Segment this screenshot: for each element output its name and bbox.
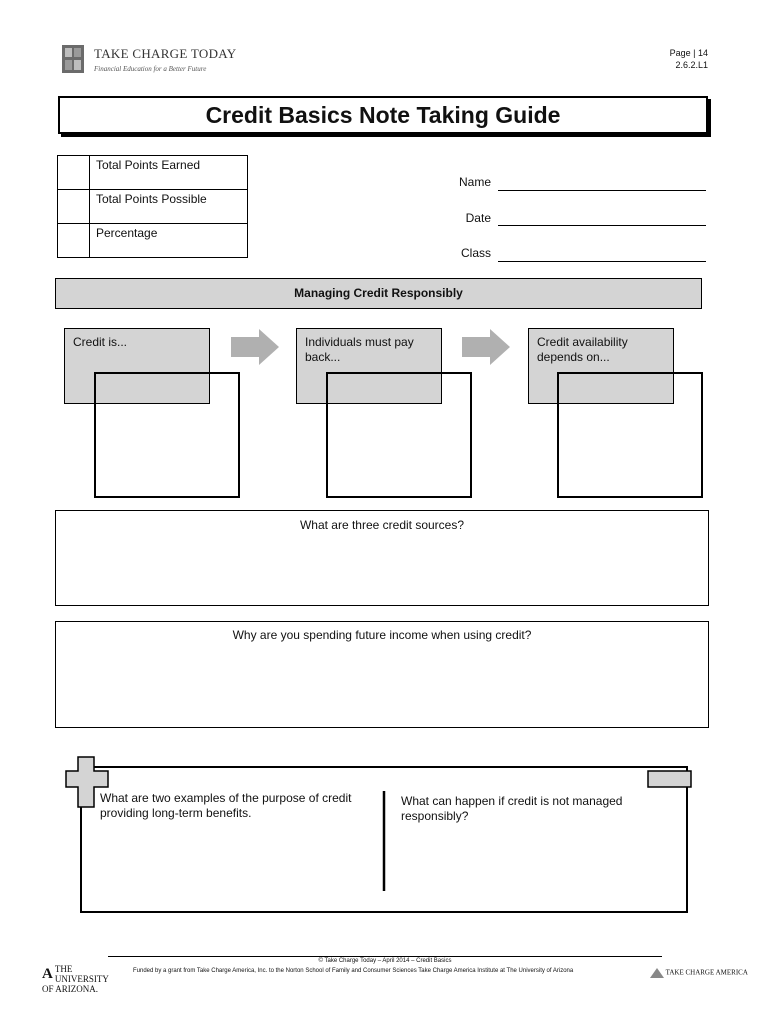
points-entry-cell[interactable] [57, 223, 90, 258]
points-entry-cell[interactable] [57, 155, 90, 190]
right-arrow-icon [231, 329, 279, 365]
arizona-a-icon: A [42, 966, 53, 982]
section-header: Managing Credit Responsibly [55, 278, 702, 309]
date-field[interactable] [498, 225, 706, 226]
future-income-box[interactable] [55, 621, 709, 728]
pay-back-answer-box[interactable] [326, 372, 472, 498]
credit-sources-question: What are three credit sources? [299, 518, 465, 532]
points-row: Percentage [57, 223, 248, 258]
points-label: Total Points Earned [89, 155, 248, 190]
name-field[interactable] [498, 190, 706, 191]
footer-funding: Funded by a grant from Take Charge Ameri… [133, 968, 574, 974]
points-label: Percentage [89, 223, 248, 258]
ua-line1: THE UNIVERSITY [54, 964, 109, 984]
name-label: Name [458, 175, 491, 189]
credit-is-box: Credit is... [64, 328, 210, 404]
footer-copyright: © Take Charge Today – April 2014 – Credi… [318, 958, 452, 964]
scroll-frame [64, 755, 694, 917]
points-entry-cell[interactable] [57, 189, 90, 224]
pay-back-box: Individuals must pay back... [296, 328, 442, 404]
class-label: Class [460, 246, 491, 260]
availability-box: Credit availability depends on... [528, 328, 674, 404]
future-income-question: Why are you spending future income when … [232, 628, 532, 642]
right-arrow-icon [462, 329, 510, 365]
not-managed-answer-area[interactable] [401, 828, 681, 898]
points-table: Total Points Earned Total Points Possibl… [57, 155, 248, 258]
class-field[interactable] [498, 261, 706, 262]
long-term-benefits-answer-area[interactable] [100, 826, 376, 896]
footer-divider [108, 956, 662, 957]
not-managed-question: What can happen if credit is not managed… [401, 794, 623, 823]
page-title: Credit Basics Note Taking Guide [205, 102, 561, 128]
lesson-code: 2.6.2.L1 [675, 60, 708, 70]
availability-answer-box[interactable] [557, 372, 703, 498]
university-of-arizona-logo: A THE UNIVERSITY OF ARIZONA. [42, 964, 116, 994]
tca-mark-icon [650, 968, 664, 978]
credit-sources-box[interactable] [55, 510, 709, 606]
points-row: Total Points Earned [57, 155, 248, 190]
logo-title: TAKE CHARGE TODAY [94, 46, 237, 61]
ua-line2: OF ARIZONA. [42, 984, 99, 994]
logo-subtitle: Financial Education for a Better Future [94, 65, 207, 73]
title-frame [58, 96, 708, 134]
tca-logo-text: TAKE CHARGE AMERICA [665, 968, 748, 977]
take-charge-today-logo-icon [62, 45, 84, 73]
page-number: Page | 14 2.6.2.L1 [670, 47, 708, 71]
credit-is-answer-box[interactable] [94, 372, 240, 498]
points-label: Total Points Possible [89, 189, 248, 224]
long-term-benefits-question: What are two examples of the purpose of … [100, 791, 352, 820]
points-row: Total Points Possible [57, 189, 248, 224]
page-label: Page | 14 [669, 48, 708, 58]
take-charge-america-logo: TAKE CHARGE AMERICA [650, 968, 748, 978]
date-label: Date [465, 211, 491, 225]
